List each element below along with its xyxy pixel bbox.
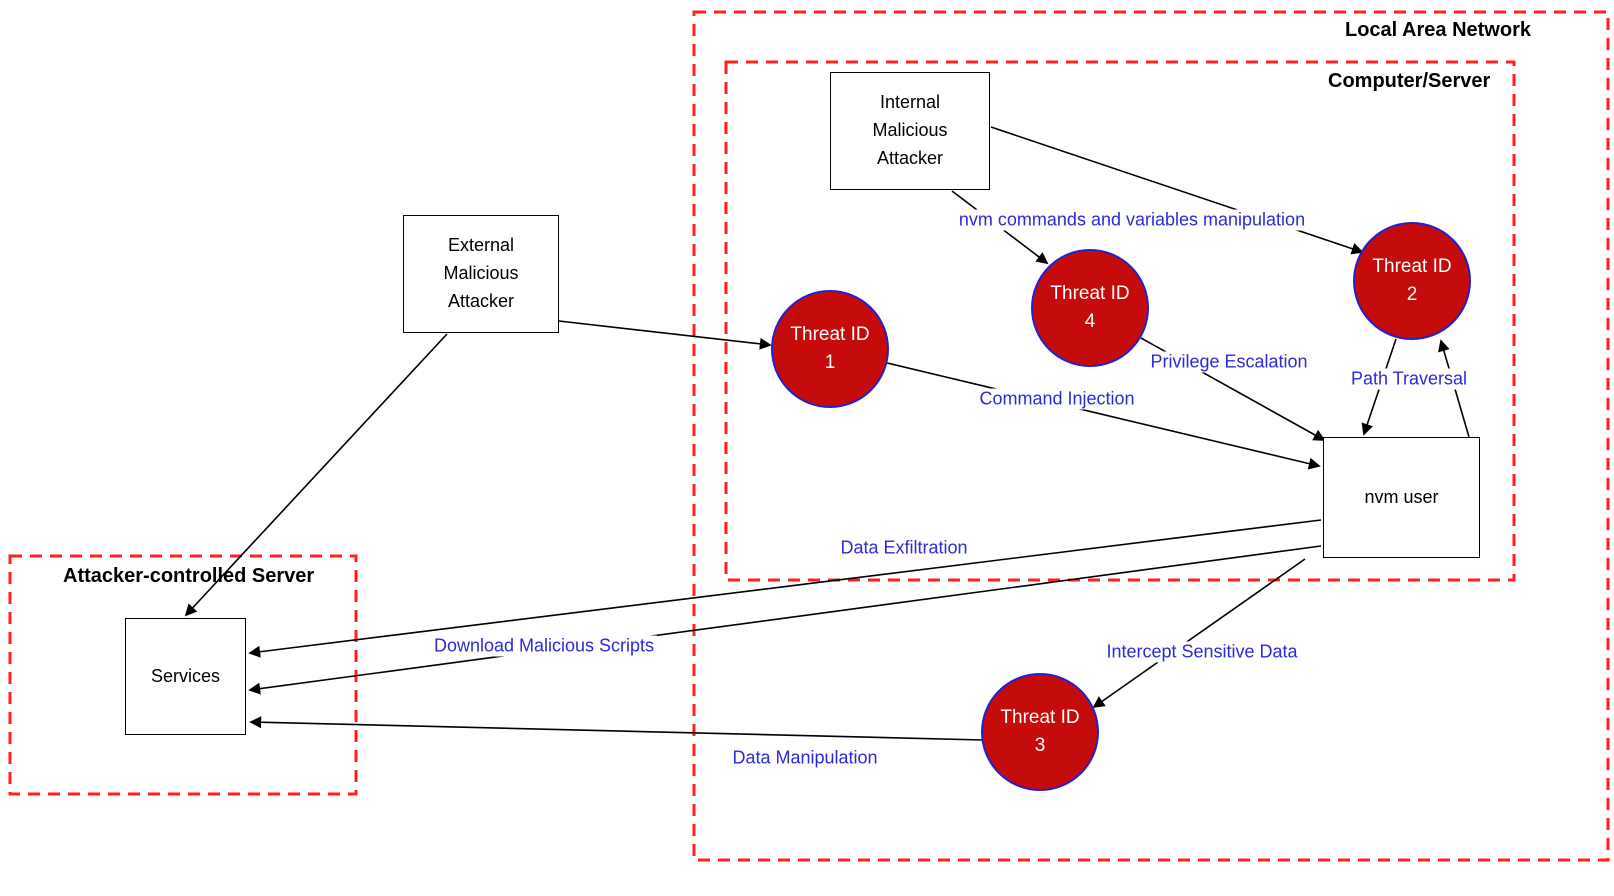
edge-label-path-traversal: Path Traversal xyxy=(1347,368,1471,390)
edge-internal-attacker-to-threat2 xyxy=(990,126,1364,255)
threat-node-1: Threat ID 1 xyxy=(771,290,889,408)
edge-label-intercept-data: Intercept Sensitive Data xyxy=(1103,641,1301,663)
lan-boundary xyxy=(692,10,1610,862)
threat-node-4: Threat ID 4 xyxy=(1031,249,1149,367)
edge-nvm-user-to-threat3-intercept xyxy=(1092,558,1306,709)
node-services: Services xyxy=(125,618,246,735)
edge-external-attacker-to-services xyxy=(184,333,448,617)
edge-threat3-to-services-data-manipulation xyxy=(249,716,984,741)
node-internal-malicious-attacker: Internal Malicious Attacker xyxy=(830,72,990,190)
edge-label-data-exfiltration: Data Exfiltration xyxy=(837,537,971,559)
threat-node-3: Threat ID 3 xyxy=(981,673,1099,791)
edge-external-attacker-to-threat1 xyxy=(558,320,772,350)
lan-boundary-label: Local Area Network xyxy=(1345,19,1531,41)
edge-label-privilege-escalation: Privilege Escalation xyxy=(1147,351,1311,373)
attacker-server-boundary-label: Attacker-controlled Server xyxy=(63,565,315,587)
edge-label-command-injection: Command Injection xyxy=(976,388,1138,410)
computer-server-boundary xyxy=(724,60,1516,582)
computer-server-boundary-label: Computer/Server xyxy=(1328,70,1491,92)
edge-nvm-user-to-services-data-exfiltration xyxy=(248,519,1322,658)
node-nvm-user: nvm user xyxy=(1323,437,1480,558)
edge-nvm-user-to-services-download-scripts xyxy=(248,545,1322,695)
node-external-malicious-attacker: External Malicious Attacker xyxy=(403,215,559,333)
edge-threat1-to-nvm-user-command-injection xyxy=(886,362,1321,470)
edge-label-download-scripts: Download Malicious Scripts xyxy=(430,635,658,657)
edge-label-data-manipulation: Data Manipulation xyxy=(729,747,881,769)
threat-node-2: Threat ID 2 xyxy=(1353,222,1471,340)
edge-label-nvm-commands: nvm commands and variables manipulation xyxy=(955,209,1309,231)
